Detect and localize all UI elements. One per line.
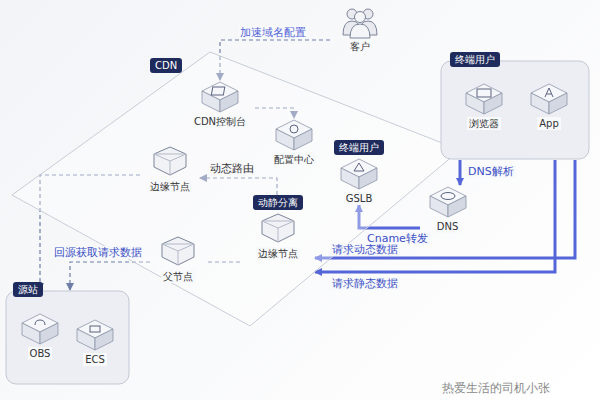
node-icon <box>464 82 504 116</box>
node-hexagon-icon <box>150 145 190 179</box>
node-hexagon-icon <box>258 212 298 246</box>
edge-label: 动态路由 <box>208 162 256 175</box>
obs-icon <box>20 312 60 346</box>
node-icon <box>428 185 468 219</box>
node-label: DNS <box>435 220 461 233</box>
group-area: CDNCDN控制台配置中心边缘节点终端用户GSLB动静分离边缘节点父节点 <box>10 50 470 330</box>
config-icon <box>274 118 314 152</box>
edge-label: 请求动态数据 <box>330 243 400 256</box>
node-icon <box>339 157 379 191</box>
group-title: 终端用户 <box>450 52 500 67</box>
node-label: 边缘节点 <box>148 180 192 193</box>
node-tag: 终端用户 <box>334 140 384 155</box>
gslb-icon <box>339 157 379 191</box>
service-node: ECS <box>70 318 120 366</box>
dns-icon <box>428 185 468 219</box>
service-node: 终端用户 GSLB <box>330 140 388 205</box>
node-label: OBS <box>28 347 53 360</box>
node-label: App <box>537 117 561 130</box>
node-label: 配置中心 <box>272 153 316 166</box>
node-label: GSLB <box>344 192 375 205</box>
edge-label: 加速域名配置 <box>238 26 308 39</box>
service-node: 配置中心 <box>265 118 323 166</box>
group-area: 终端用户浏览器App <box>440 60 590 160</box>
service-node: App <box>520 82 578 130</box>
node-label: 浏览器 <box>467 117 501 130</box>
customer-icon <box>340 5 380 39</box>
node-icon <box>150 145 190 179</box>
node-icon <box>529 82 569 116</box>
service-node: 父节点 <box>150 235 205 283</box>
connector <box>70 262 150 290</box>
node-icon <box>75 318 115 352</box>
node-label: ECS <box>83 353 107 366</box>
node-icon <box>20 312 60 346</box>
node-label: 边缘节点 <box>256 247 300 260</box>
node-label: 父节点 <box>161 270 195 283</box>
node-tag: 动静分离 <box>253 195 303 210</box>
node-hexagon-icon <box>158 235 198 269</box>
service-node: CDN控制台 <box>185 80 255 128</box>
node-label: CDN控制台 <box>192 115 248 128</box>
watermark: 热爱生活的司机小张 <box>442 380 550 397</box>
ecs-icon <box>75 318 115 352</box>
service-node: OBS <box>15 312 65 360</box>
node-icon <box>258 212 298 246</box>
region-outline <box>10 50 470 330</box>
app-icon <box>529 82 569 116</box>
group-title: 源站 <box>13 282 43 297</box>
connector <box>459 160 462 185</box>
browser-icon <box>464 82 504 116</box>
node-icon <box>200 80 240 114</box>
node-icon <box>274 118 314 152</box>
group-title: CDN <box>150 58 182 73</box>
edge-label: 回源获取请求数据 <box>52 246 144 259</box>
service-node: 边缘节点 <box>140 145 200 193</box>
console-icon <box>200 80 240 114</box>
edge-label: DNS解析 <box>466 165 516 178</box>
node-icon <box>340 5 380 39</box>
edge-label: 请求静态数据 <box>330 277 400 290</box>
service-node: 浏览器 <box>455 82 513 130</box>
service-node: 动静分离边缘节点 <box>240 195 315 260</box>
group-area: 源站OBSECS <box>5 290 130 385</box>
service-node: DNS <box>420 185 475 233</box>
node-label: 客户 <box>348 40 372 53</box>
group-panel <box>440 60 590 160</box>
node-icon <box>158 235 198 269</box>
service-node: 客户 <box>330 5 390 53</box>
